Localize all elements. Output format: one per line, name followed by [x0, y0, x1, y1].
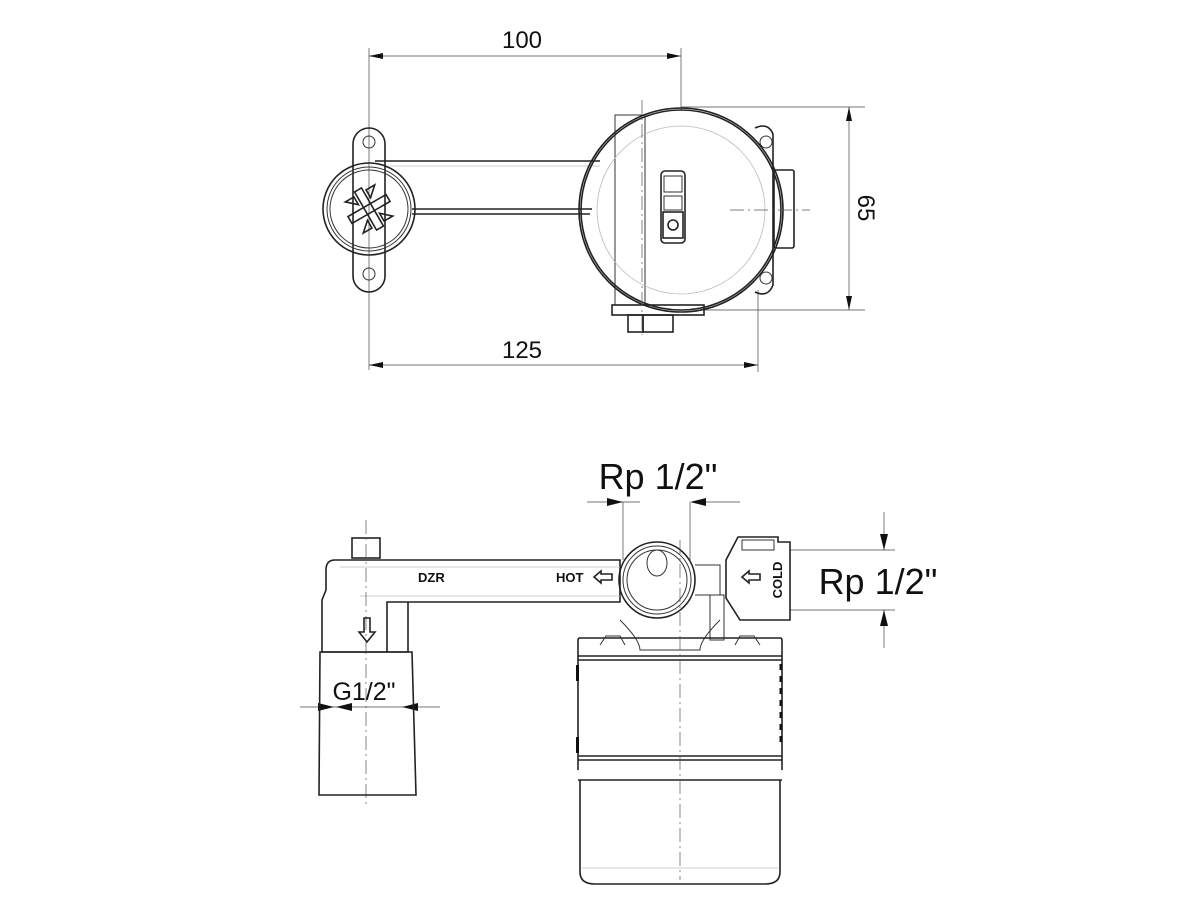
- outlet-fitting-top: [322, 162, 416, 256]
- dimension-100: 100: [368, 27, 682, 370]
- outlet-elbow: [318, 520, 621, 808]
- dimension-125: 125: [369, 290, 759, 372]
- left-mounting-bracket: [352, 127, 386, 293]
- hot-flow-arrow-icon: [592, 569, 613, 585]
- thread-label-cold-inlet: Rp 1/2": [819, 561, 938, 602]
- thread-label-bottom-outlet: G1/2": [332, 678, 395, 706]
- valve-body-top: [578, 100, 810, 335]
- dimension-65: 65: [681, 106, 879, 311]
- dimension-label-100: 100: [502, 27, 542, 54]
- thread-label-top-outlet: Rp 1/2": [599, 456, 718, 497]
- pipe-material-label: DZR: [418, 570, 445, 585]
- connecting-arm: [375, 160, 600, 215]
- dimension-label-125: 125: [502, 337, 542, 364]
- dimension-rp-top: Rp 1/2": [587, 456, 740, 560]
- top-view: 100 125 65: [322, 27, 879, 372]
- dimension-label-65: 65: [852, 195, 879, 222]
- flow-down-arrow-icon: [357, 617, 377, 644]
- hot-inlet-label: HOT: [556, 570, 584, 585]
- lever-handle-icon: [660, 170, 686, 244]
- cold-inlet-label: COLD: [770, 562, 785, 599]
- dimension-rp-right: Rp 1/2": [790, 512, 937, 648]
- valve-body-side: [618, 541, 725, 651]
- side-view: Rp 1/2" Rp 1/2" G1/2": [300, 456, 937, 885]
- dimension-g-outlet: G1/2": [300, 678, 440, 711]
- cold-flow-arrow-icon: [740, 569, 761, 585]
- cartridge-housing: [576, 540, 783, 885]
- cross-grip-icon: [343, 183, 395, 235]
- cold-inlet-fitting: COLD: [725, 536, 791, 621]
